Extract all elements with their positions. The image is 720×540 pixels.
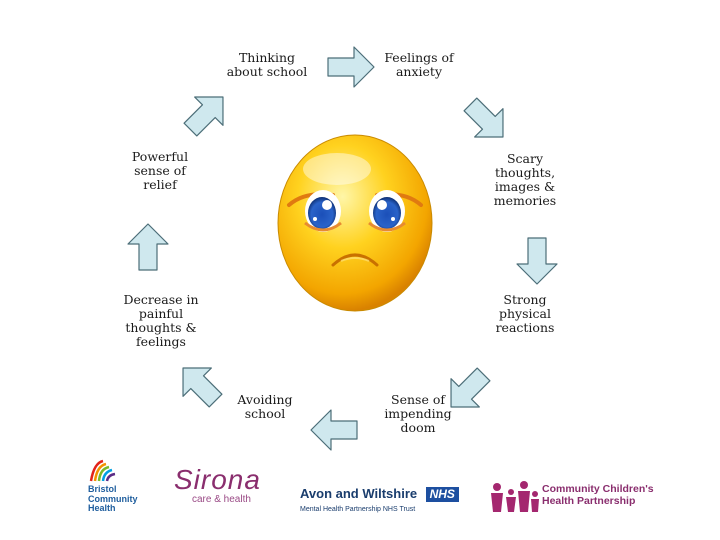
step-doom: Sense of impending doom [384, 392, 452, 435]
arrow-doom-to-avoiding [310, 409, 358, 451]
arrow-physical-to-doom [436, 359, 499, 422]
partner-logos: Bristol Community Health Sirona care & h… [0, 452, 720, 540]
sad-face-icon [277, 134, 433, 312]
step-relief: Powerful sense of relief [131, 149, 189, 192]
cchp-line-1: Community Children's [542, 483, 654, 495]
arrow-thinking-to-anxiety [327, 46, 375, 88]
step-scary: Scary thoughts, images & memories [493, 151, 557, 208]
bristol-line-3: Health [88, 503, 116, 513]
family-figures-icon [491, 481, 539, 512]
sirona-name: Sirona [174, 464, 261, 495]
awp-logo: Avon and Wiltshire NHS Mental Health Par… [300, 485, 459, 513]
arrow-anxiety-to-scary [455, 89, 518, 152]
arrow-scary-to-physical [516, 237, 558, 285]
sirona-tagline: care & health [192, 494, 251, 505]
awp-subtitle: Mental Health Partnership NHS Trust [300, 506, 416, 513]
step-decrease: Decrease in painful thoughts & feelings [123, 292, 199, 349]
step-anxiety: Feelings of anxiety [384, 50, 454, 79]
awp-name: Avon and Wiltshire [300, 486, 418, 501]
arrow-decrease-to-relief [127, 223, 169, 271]
step-thinking: Thinking about school [226, 50, 308, 79]
cchp-line-2: Health Partnership [542, 495, 636, 507]
bristol-swirl-icon [89, 459, 116, 482]
nhs-badge: NHS [425, 487, 459, 502]
bristol-line-1: Bristol [88, 484, 117, 494]
arrow-relief-to-thinking [175, 82, 238, 145]
bristol-logo: Bristol Community Health [88, 484, 138, 514]
arrow-avoiding-to-decrease [168, 353, 231, 416]
step-physical: Strong physical reactions [495, 292, 555, 335]
bristol-line-2: Community [88, 493, 138, 504]
sirona-logo: Sirona care & health [174, 464, 261, 506]
step-avoiding: Avoiding school [237, 392, 293, 421]
cchp-logo: Community Children's Health Partnership [542, 483, 654, 507]
